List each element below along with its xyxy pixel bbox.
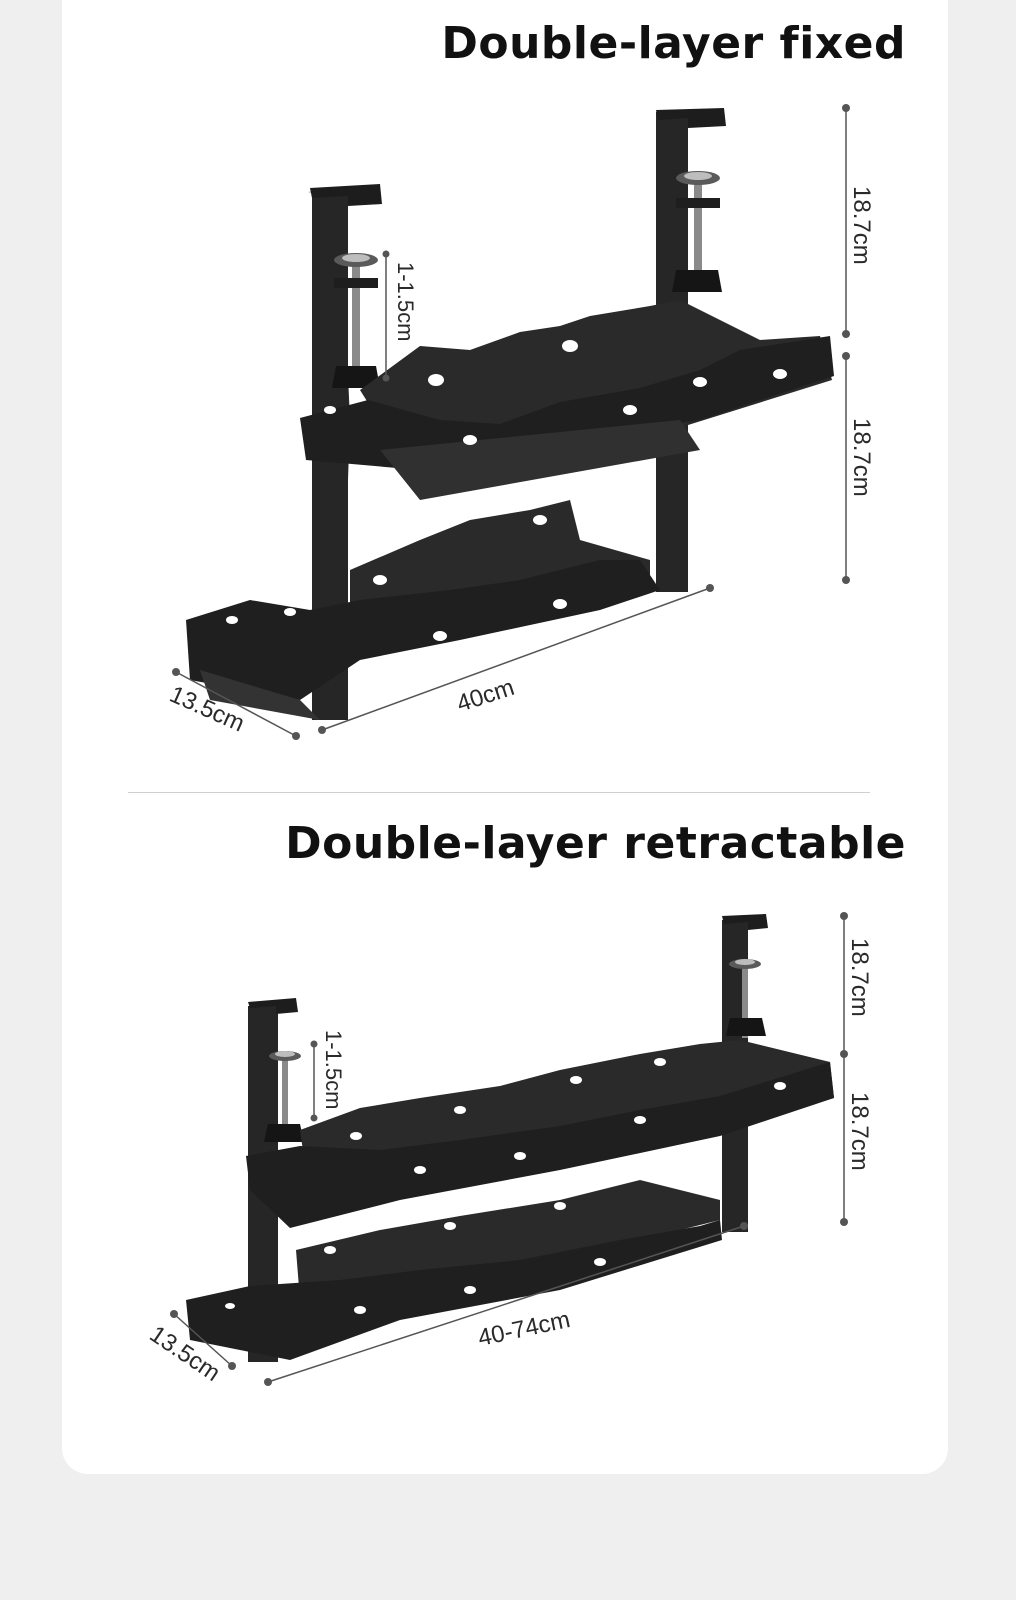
retractable-left-hook <box>248 998 298 1014</box>
retractable-dimension-lines <box>170 912 848 1386</box>
fixed-length-label: 40cm <box>454 674 518 718</box>
fixed-upper-tray-front <box>300 336 834 470</box>
fixed-left-hook <box>310 184 382 206</box>
desk-clamp-icon <box>672 171 722 292</box>
section-title-fixed: Double-layer fixed <box>441 18 906 69</box>
section-divider <box>128 792 870 793</box>
cable-slot-icon <box>226 515 567 641</box>
fixed-dimension-lines <box>172 104 850 740</box>
fixed-rack-illustration <box>186 108 834 720</box>
retractable-upper-tray-front <box>246 1062 834 1228</box>
fixed-clamp-range-label: 1-1.5cm <box>393 262 418 341</box>
retractable-upper-height-label: 18.7cm <box>846 938 873 1017</box>
fixed-right-hook <box>656 108 726 128</box>
fixed-lower-height-label: 18.7cm <box>848 418 875 497</box>
retractable-lower-tray-back <box>296 1180 720 1300</box>
cable-slot-icon <box>324 340 787 445</box>
desk-clamp-icon <box>332 253 380 388</box>
retractable-rack-illustration <box>186 914 834 1362</box>
fixed-upper-height-label: 18.7cm <box>848 186 875 265</box>
fixed-lower-tray-front <box>186 560 660 700</box>
retractable-clamp-range-label: 1-1.5cm <box>321 1030 346 1109</box>
desk-clamp-icon <box>264 1051 304 1142</box>
fixed-lower-tray-bottom <box>200 670 320 720</box>
retractable-lower-height-label: 18.7cm <box>846 1092 873 1171</box>
section-title-retractable: Double-layer retractable <box>285 818 906 869</box>
cable-slot-icon <box>225 1202 606 1314</box>
retractable-lower-tray-front <box>186 1220 722 1360</box>
retractable-right-hook <box>722 914 768 930</box>
cable-slot-icon <box>350 1058 786 1174</box>
fixed-upper-tray-bottom <box>380 420 700 500</box>
desk-clamp-icon <box>726 959 766 1038</box>
retractable-length-label: 40-74cm <box>476 1306 573 1352</box>
